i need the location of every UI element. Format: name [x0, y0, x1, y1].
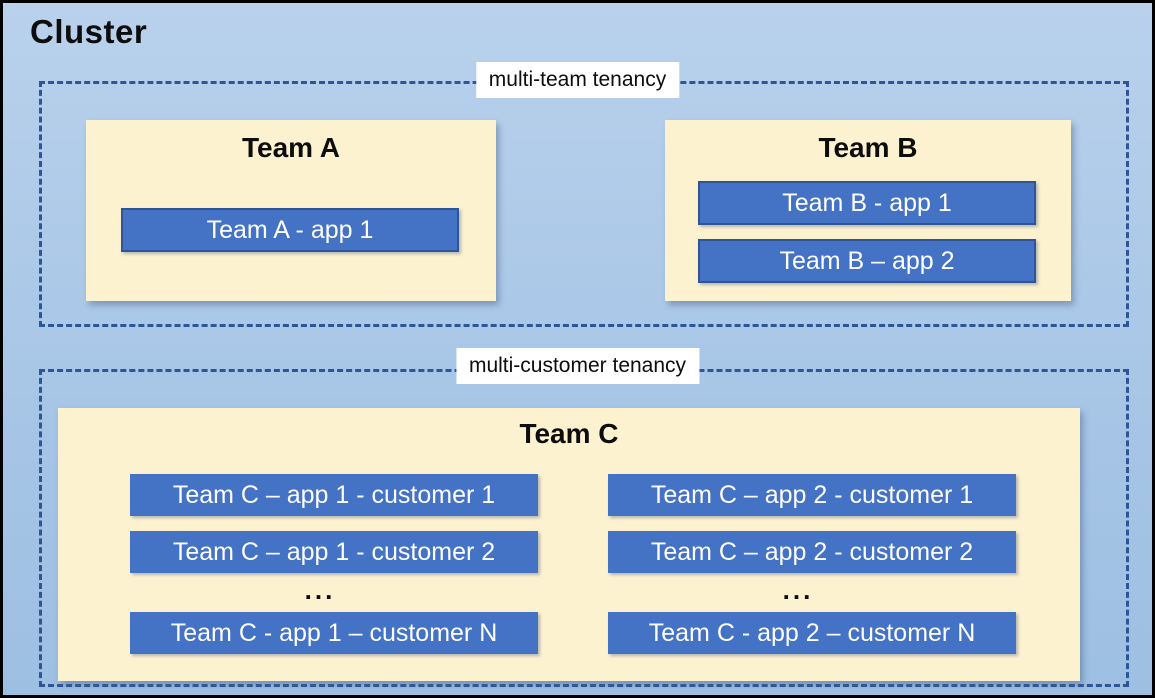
cluster-title: Cluster [30, 13, 148, 50]
team-b-panel: Team B Team B - app 1 Team B – app 2 [665, 120, 1071, 301]
team-a-panel: Team A Team A - app 1 [86, 120, 496, 301]
team-c-app2-customer-2-box: Team C – app 2 - customer 2 [608, 531, 1016, 573]
multi-customer-tenancy-label: multi-customer tenancy [455, 348, 700, 384]
team-c-app-1-column: Team C – app 1 - customer 1 Team C – app… [130, 474, 538, 664]
team-c-app2-customer-n-box: Team C - app 2 – customer N [608, 612, 1016, 654]
team-c-app1-customer-2-box: Team C – app 1 - customer 2 [130, 531, 538, 573]
multi-team-tenancy-label: multi-team tenancy [475, 62, 680, 98]
team-c-app1-customer-n-box: Team C - app 1 – customer N [130, 612, 538, 654]
team-b-app-1-box: Team B - app 1 [698, 181, 1036, 225]
team-c-app1-ellipsis: ... [304, 575, 336, 605]
team-c-app2-customer-1-box: Team C – app 2 - customer 1 [608, 474, 1016, 516]
team-c-title: Team C [519, 418, 619, 449]
team-c-app-2-column: Team C – app 2 - customer 1 Team C – app… [608, 474, 1016, 664]
team-b-title: Team B [818, 132, 918, 163]
team-a-app-1-box: Team A - app 1 [121, 208, 459, 252]
team-c-panel: Team C Team C – app 1 - customer 1 Team … [58, 408, 1080, 681]
team-c-app1-customer-1-box: Team C – app 1 - customer 1 [130, 474, 538, 516]
team-c-app2-ellipsis: ... [782, 575, 814, 605]
team-a-title: Team A [241, 132, 341, 163]
team-b-app-2-box: Team B – app 2 [698, 239, 1036, 283]
